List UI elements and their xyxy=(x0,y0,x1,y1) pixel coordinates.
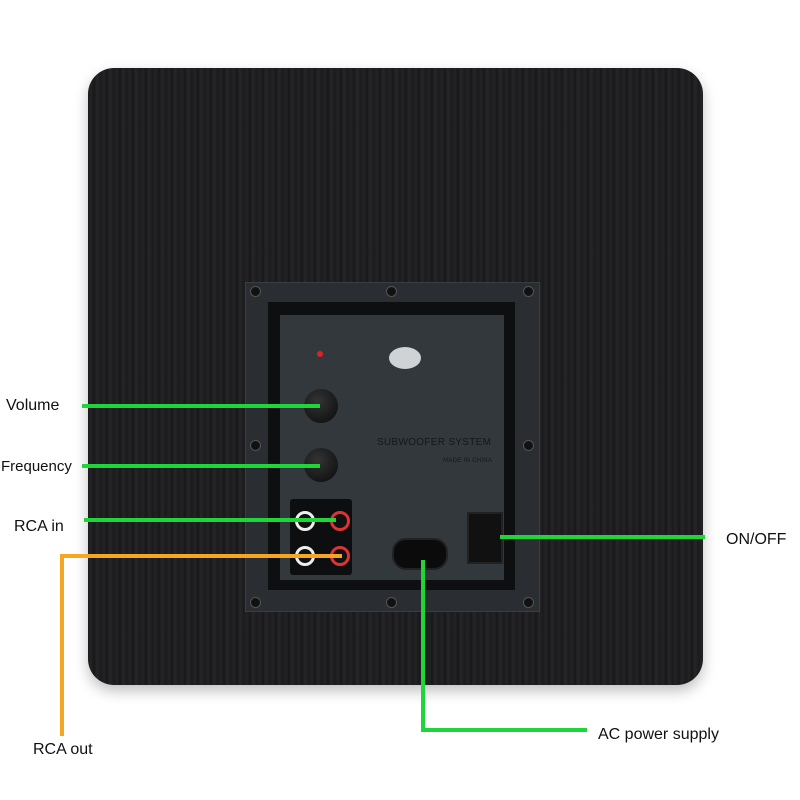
rca-out-label: RCA out xyxy=(33,741,93,758)
volume-label: Volume xyxy=(6,397,60,414)
screw xyxy=(386,286,397,297)
ac-power-callout-line-vertical xyxy=(421,560,425,732)
volume-callout-line xyxy=(82,404,320,408)
rca-out-callout-line xyxy=(62,554,342,558)
frequency-callout-line xyxy=(82,464,320,468)
rca-in-callout-line xyxy=(84,518,336,522)
screw xyxy=(250,440,261,451)
brand-logo xyxy=(389,347,421,369)
rca-out-callout-line-vertical xyxy=(60,554,64,736)
screw xyxy=(523,597,534,608)
screw xyxy=(250,597,261,608)
panel-origin-text: MADE IN CHINA xyxy=(443,458,493,464)
frequency-label: Frequency xyxy=(1,458,72,475)
screw xyxy=(523,286,534,297)
rca-in-label: RCA in xyxy=(14,518,64,535)
panel-brand-text: SUBWOOFER SYSTEM xyxy=(377,437,492,448)
screw xyxy=(386,597,397,608)
power-led xyxy=(317,351,323,357)
ac-power-socket[interactable] xyxy=(392,538,448,570)
on-off-callout-line xyxy=(500,535,705,539)
screw xyxy=(523,440,534,451)
ac-power-callout-line xyxy=(421,728,587,732)
on-off-label: ON/OFF xyxy=(726,531,787,548)
ac-power-label: AC power supply xyxy=(598,726,719,743)
screw xyxy=(250,286,261,297)
power-switch[interactable] xyxy=(467,512,503,564)
